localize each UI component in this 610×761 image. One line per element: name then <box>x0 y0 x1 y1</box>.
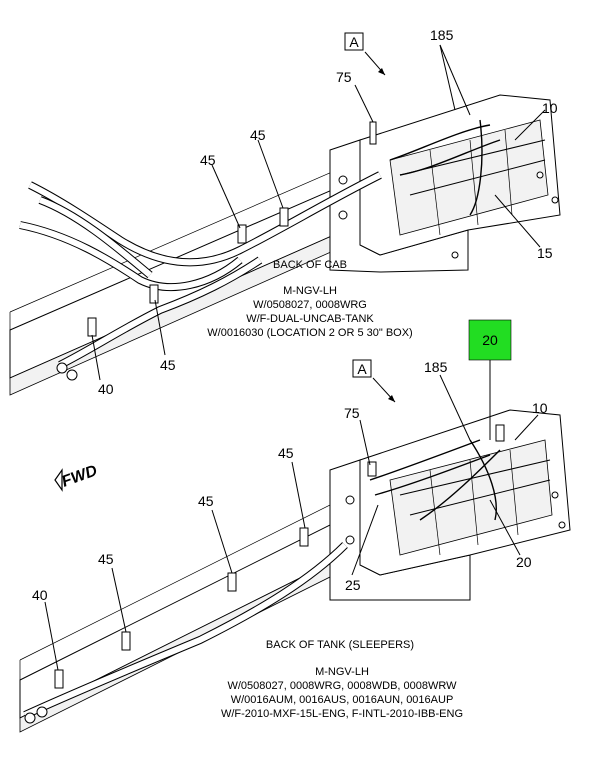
top-callout-40: 40 <box>98 381 114 397</box>
top-callout-45-a: 45 <box>250 127 266 143</box>
top-caption-line-1: BACK OF CAB <box>273 259 347 271</box>
bottom-caption-line-1: BACK OF TANK (SLEEPERS) <box>266 639 414 651</box>
bottom-leaders <box>44 374 539 671</box>
bottom-harness <box>23 439 501 724</box>
top-caption-line-2: M-NGV-LH <box>283 285 337 297</box>
bottom-callout-10: 10 <box>532 400 548 416</box>
bottom-section-marker-label: A <box>357 361 367 377</box>
top-callout-75: 75 <box>336 69 352 85</box>
top-caption-line-5: W/0016030 (LOCATION 2 OR 5 30" BOX) <box>207 327 412 339</box>
bottom-view: A 20 185 75 10 45 45 45 40 2 <box>19 319 571 733</box>
top-view: A 185 75 10 45 45 45 15 40 BACK OF CAB M… <box>9 27 561 397</box>
top-section-marker: A <box>344 32 386 76</box>
top-caption-line-4: W/F-DUAL-UNCAB-TANK <box>246 313 374 325</box>
fwd-label: FWD <box>60 462 100 491</box>
bottom-caption-line-4: W/0016AUM, 0016AUS, 0016AUN, 0016AUP <box>231 694 454 706</box>
top-section-marker-label: A <box>349 34 359 50</box>
bottom-callout-185: 185 <box>424 359 448 375</box>
top-harness <box>19 119 501 381</box>
bottom-callout-45-c: 45 <box>98 551 114 567</box>
top-callout-10: 10 <box>542 100 558 116</box>
top-callout-45-c: 45 <box>160 357 176 373</box>
top-leaders <box>91 44 546 381</box>
highlight-callout-20-label: 20 <box>482 332 498 348</box>
bottom-caption: BACK OF TANK (SLEEPERS) M-NGV-LH W/05080… <box>221 639 463 720</box>
bottom-bracket-assembly <box>329 409 571 601</box>
bottom-callout-40: 40 <box>32 587 48 603</box>
top-callout-15: 15 <box>537 245 553 261</box>
top-callout-185: 185 <box>430 27 454 43</box>
highlight-callout-20[interactable]: 20 <box>468 319 512 440</box>
bottom-callout-20: 20 <box>516 554 532 570</box>
bottom-callout-75: 75 <box>344 405 360 421</box>
top-callout-45-b: 45 <box>200 152 216 168</box>
top-bracket-assembly <box>329 94 561 273</box>
bottom-caption-line-3: W/0508027, 0008WRG, 0008WDB, 0008WRW <box>227 680 457 692</box>
top-caption-line-3: W/0508027, 0008WRG <box>253 299 367 311</box>
bottom-clips <box>54 424 505 689</box>
fwd-indicator: FWD <box>54 462 100 492</box>
bottom-caption-line-2: M-NGV-LH <box>315 666 369 678</box>
top-caption: BACK OF CAB M-NGV-LH W/0508027, 0008WRG … <box>207 259 412 339</box>
bottom-caption-line-5: W/F-2010-MXF-15L-ENG, F-INTL-2010-IBB-EN… <box>221 708 463 720</box>
bottom-callout-45-b: 45 <box>198 493 214 509</box>
bottom-callout-25: 25 <box>345 577 361 593</box>
bottom-section-marker: A <box>352 359 396 403</box>
bottom-callout-45-a: 45 <box>278 445 294 461</box>
